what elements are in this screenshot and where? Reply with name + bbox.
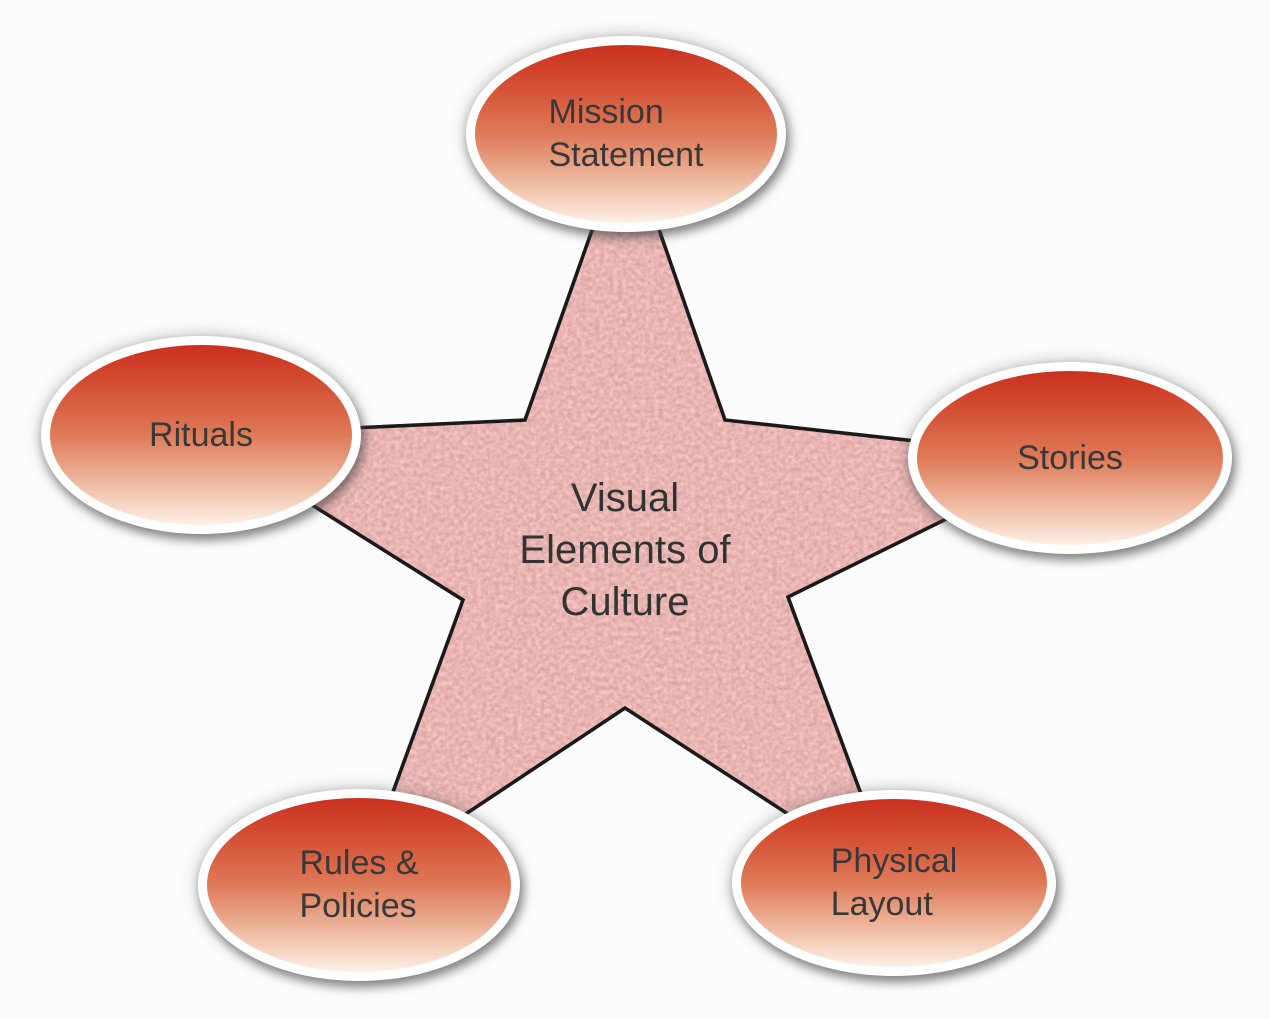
node-body: [741, 799, 1047, 967]
node-body: [50, 345, 352, 525]
node-stories: [908, 362, 1232, 554]
node-body: [207, 798, 511, 972]
node-rules-policies: [198, 789, 520, 981]
node-body: [917, 371, 1223, 545]
node-mission-statement: [466, 36, 786, 232]
node-rituals: [41, 336, 361, 534]
node-physical-layout: [732, 790, 1056, 976]
star-texture: [201, 134, 1070, 885]
node-body: [475, 45, 777, 223]
